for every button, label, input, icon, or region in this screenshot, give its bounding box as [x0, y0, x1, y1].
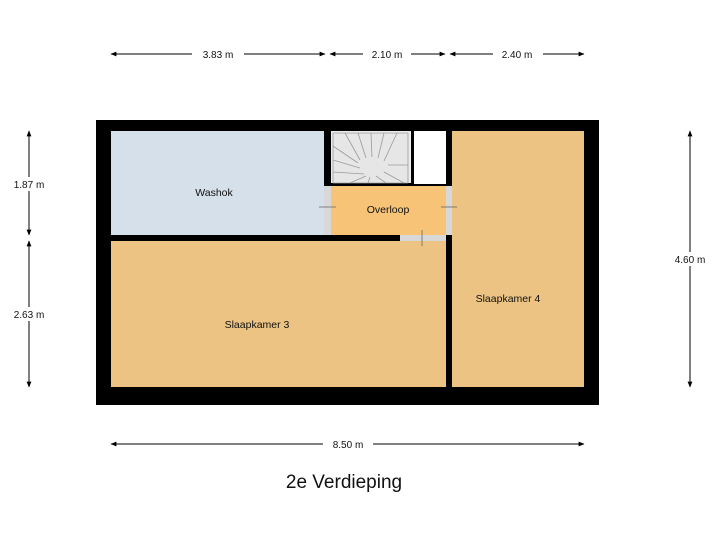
stair-void-wall: [411, 131, 414, 184]
dim-label-bottom: 8.50 m: [333, 440, 364, 451]
staircase: [332, 132, 409, 184]
dim-label-top-1: 3.83 m: [203, 50, 234, 61]
dim-label-left-2: 2.63 m: [14, 310, 45, 321]
overloop-room: [331, 186, 446, 235]
dim-label-top-3: 2.40 m: [502, 50, 533, 61]
room-label-overloop: Overloop: [367, 204, 410, 216]
dim-label-left-1: 1.87 m: [14, 180, 45, 191]
dim-label-top-2: 2.10 m: [372, 50, 403, 61]
slaapkamer3-room: [111, 241, 446, 387]
dim-label-right: 4.60 m: [675, 255, 706, 266]
floor-title: 2e Verdieping: [286, 472, 402, 493]
room-label-slaapkamer3: Slaapkamer 3: [225, 319, 290, 331]
washok-room: [111, 131, 324, 235]
door-markers: [319, 206, 457, 246]
room-label-slaapkamer4: Slaapkamer 4: [476, 293, 541, 305]
room-label-washok: Washok: [195, 187, 233, 199]
door-openings: [324, 186, 452, 241]
stair-void: [413, 131, 446, 184]
slaapkamer4-room: [452, 131, 584, 387]
